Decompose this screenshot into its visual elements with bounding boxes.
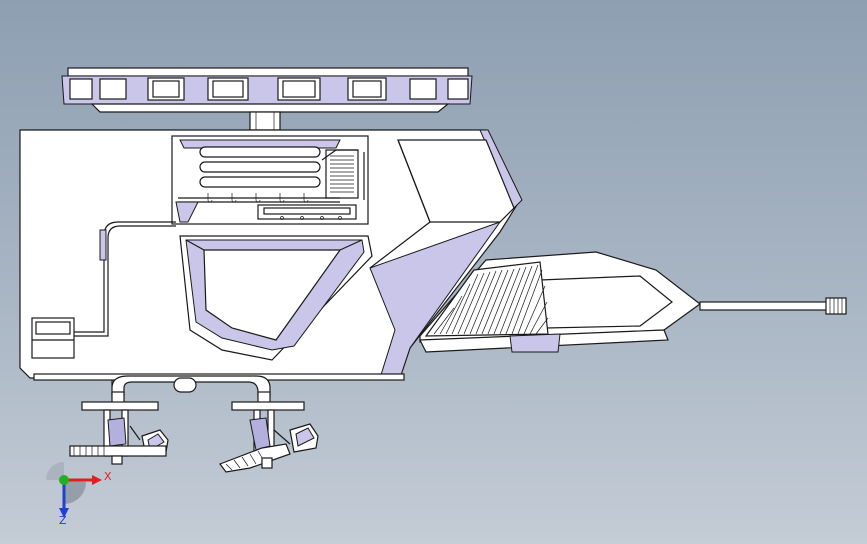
side-cable xyxy=(31,221,176,359)
leg-pipes xyxy=(81,375,305,411)
hook-row xyxy=(207,193,309,203)
axis-triad: X Z xyxy=(46,462,112,527)
vent-block xyxy=(325,149,359,199)
y-axis-dot xyxy=(59,475,69,485)
turntable xyxy=(61,67,473,131)
x-axis-label: X xyxy=(104,470,112,483)
cylinder-1 xyxy=(199,146,321,158)
gun-muzzle xyxy=(825,297,847,315)
right-foot-plate xyxy=(231,401,305,411)
left-foot-mechanism xyxy=(69,409,169,465)
barrel-assembly xyxy=(419,251,847,353)
barrel-ribs xyxy=(433,264,549,335)
cylinder-3 xyxy=(199,176,321,188)
gun-rod xyxy=(699,301,829,311)
right-foot-mechanism xyxy=(219,409,319,473)
left-foot-plate xyxy=(81,401,159,411)
z-axis-label: Z xyxy=(59,514,67,527)
turntable-shaft xyxy=(249,111,281,131)
cylinder-2 xyxy=(199,161,321,173)
interior-window xyxy=(171,135,369,225)
triangular-opening xyxy=(179,235,373,361)
turntable-slots xyxy=(69,77,469,101)
